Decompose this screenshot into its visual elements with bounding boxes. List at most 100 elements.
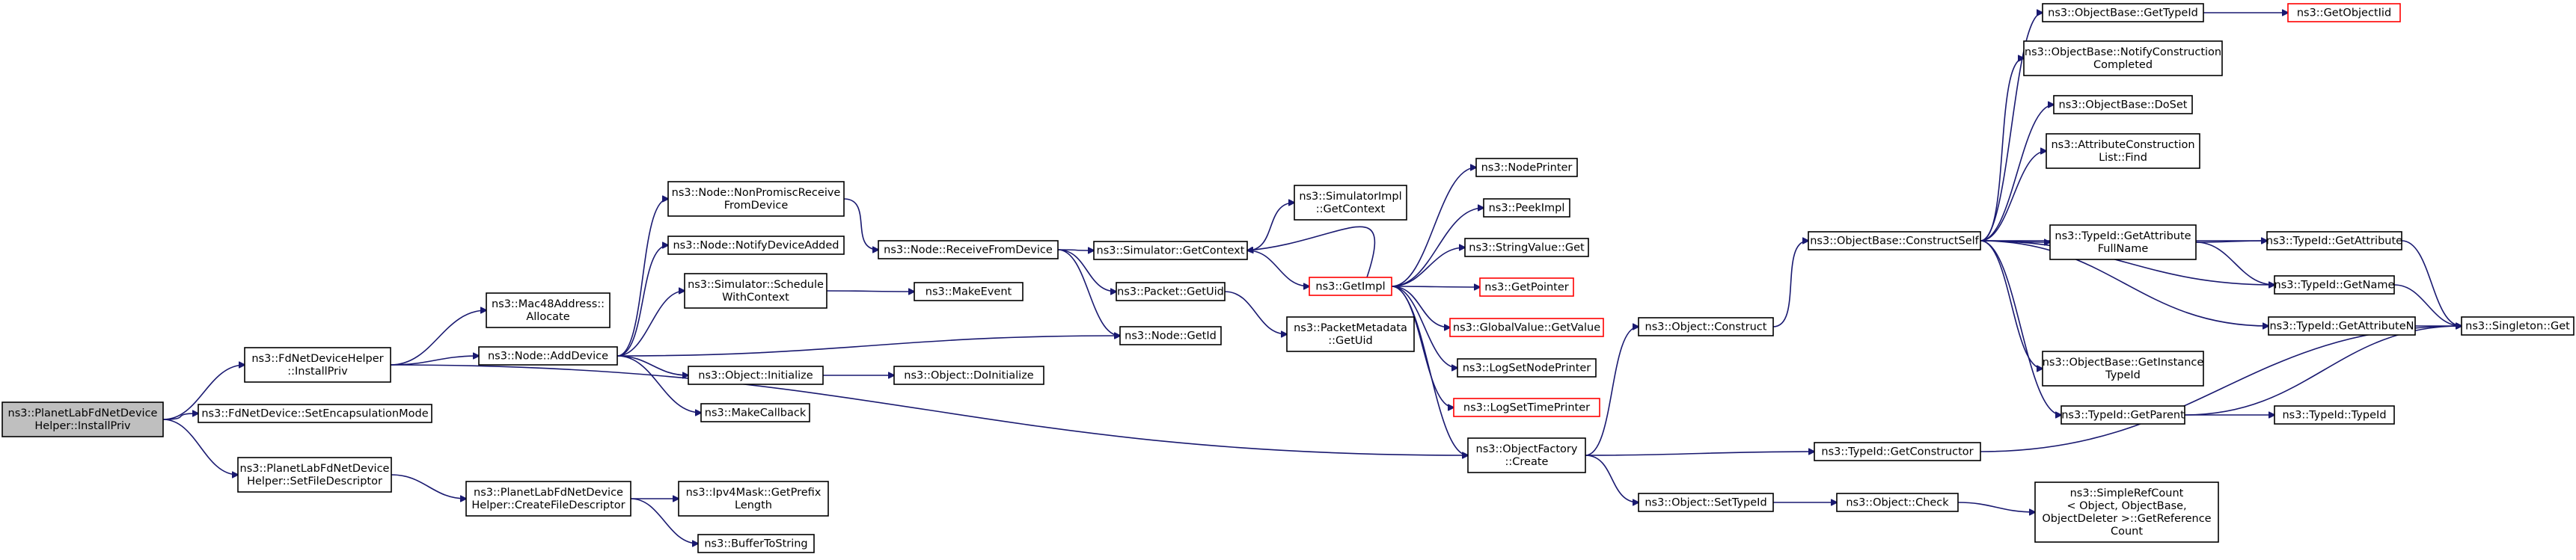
node-label-line: ns3::Node::GetId <box>1125 330 1217 342</box>
edge-n21-n23 <box>1391 167 1476 287</box>
node-label-line: ns3::Object::Initialize <box>698 370 813 382</box>
graph-node[interactable]: ns3::Object::Check <box>1836 493 1959 512</box>
graph-node[interactable]: ns3::ObjectFactory::Create <box>1467 437 1586 473</box>
edge-path <box>1980 240 2043 369</box>
node-label-line: ns3::Node::AddDevice <box>488 351 608 363</box>
graph-node[interactable]: ns3::FdNetDevice::SetEncapsulationMode <box>198 404 432 423</box>
edge-path <box>1980 326 2462 452</box>
graph-node[interactable]: ns3::Singleton::Get <box>2461 316 2575 336</box>
edge-n30-n31 <box>1585 327 1639 456</box>
graph-node[interactable]: ns3::GetObjectIid <box>2287 3 2401 22</box>
node-label-line: ::GetContext <box>1316 203 1386 215</box>
edge-path <box>162 365 245 420</box>
node-label-line: ns3::GetObjectIid <box>2297 7 2391 19</box>
node-label-line: ns3::TypeId::GetAttribute <box>2055 230 2191 242</box>
graph-node[interactable]: ns3::MakeCallback <box>700 403 810 422</box>
graph-node[interactable]: ns3::PlanetLabFdNetDeviceHelper::SetFile… <box>237 457 392 493</box>
graph-node[interactable]: ns3::FdNetDeviceHelper::InstallPriv <box>244 347 391 383</box>
edge-path <box>1246 250 1309 286</box>
node-box <box>1116 282 1226 301</box>
edge-n33-n46 <box>1980 240 2274 285</box>
graph-node[interactable]: ns3::Node::AddDevice <box>478 346 618 366</box>
graph-node[interactable]: ns3::TypeId::GetParent <box>2061 405 2185 425</box>
edge-path <box>1585 455 1639 502</box>
graph-node[interactable]: ns3::BufferToString <box>697 534 815 553</box>
node-box <box>2034 481 2219 543</box>
node-box <box>1814 442 1981 461</box>
edge-path <box>1585 327 1639 456</box>
graph-node[interactable]: ns3::TypeId::GetAttribute <box>2266 231 2402 250</box>
edge-path <box>1391 167 1476 287</box>
graph-node[interactable]: ns3::PlanetLabFdNetDeviceHelper::CreateF… <box>465 481 631 517</box>
graph-node[interactable]: ns3::Object::Construct <box>1638 317 1774 336</box>
graph-node[interactable]: ns3::Simulator::GetContext <box>1093 241 1248 260</box>
graph-node[interactable]: ns3::GlobalValue::GetValue <box>1449 318 1604 337</box>
graph-node[interactable]: ns3::LogSetTimePrinter <box>1453 398 1600 417</box>
edge-path <box>2195 241 2267 242</box>
node-label-line: ns3::Node::ReceiveFromDevice <box>884 244 1053 256</box>
graph-node[interactable]: ns3::ObjectBase::ConstructSelf <box>1808 231 1981 250</box>
graph-node[interactable]: ns3::Object::SetTypeId <box>1638 493 1774 512</box>
edge-n18-n22 <box>1224 291 1287 334</box>
node-label-line: ::Create <box>1505 456 1549 468</box>
node-box <box>244 347 391 383</box>
graph-node[interactable]: ns3::StringValue::Get <box>1464 238 1589 257</box>
edge-n14-n18 <box>1057 249 1116 292</box>
edge-n35-n43 <box>1957 502 2035 512</box>
graph-node[interactable]: ns3::Node::ReceiveFromDevice <box>878 240 1059 259</box>
graph-node[interactable]: ns3::LogSetNodePrinter <box>1457 358 1597 378</box>
graph-node[interactable]: ns3::TypeId::TypeId <box>2274 405 2395 425</box>
node-box <box>1093 241 1248 260</box>
edge-n14-n19 <box>1057 249 1120 336</box>
edge-n5-n11 <box>617 355 701 413</box>
graph-node[interactable]: ns3::TypeId::GetAttributeN <box>2268 316 2416 336</box>
node-label-line: ns3::MakeCallback <box>705 407 807 419</box>
graph-node[interactable]: ns3::TypeId::GetConstructor <box>1814 442 1981 461</box>
edge-path <box>1246 203 1294 251</box>
node-label-line: Length <box>735 499 772 511</box>
node-box <box>486 292 611 328</box>
node-box <box>697 534 815 553</box>
graph-node[interactable]: ns3::Packet::GetUid <box>1116 282 1226 301</box>
graph-node[interactable]: ns3::PeekImpl <box>1483 198 1570 218</box>
root-node[interactable]: ns3::PlanetLabFdNetDeviceHelper::Install… <box>1 401 164 437</box>
graph-node[interactable]: ns3::ObjectBase::NotifyConstructionCompl… <box>2023 40 2223 76</box>
graph-node[interactable]: ns3::Object::DoInitialize <box>893 366 1044 385</box>
graph-node[interactable]: ns3::TypeId::GetName <box>2274 275 2395 295</box>
graph-node[interactable]: ns3::NodePrinter <box>1475 158 1578 177</box>
graph-node[interactable]: ns3::SimpleRefCount< Object, ObjectBase,… <box>2034 481 2219 543</box>
node-box <box>1479 277 1574 297</box>
node-box <box>2046 133 2200 169</box>
graph-node[interactable]: ns3::GetImpl <box>1309 277 1392 296</box>
edge-n1-n4 <box>390 310 486 366</box>
node-label-line: < Object, ObjectBase, <box>2066 500 2186 512</box>
graph-node[interactable]: ns3::PacketMetadata::GetUid <box>1286 316 1415 352</box>
graph-node[interactable]: ns3::Node::NotifyDeviceAdded <box>667 236 845 255</box>
node-box <box>2268 316 2416 336</box>
node-box <box>2461 316 2575 336</box>
graph-node[interactable]: ns3::MakeEvent <box>914 282 1024 301</box>
node-label-line: ns3::LogSetTimePrinter <box>1463 402 1590 414</box>
node-label-line: Helper::SetFileDescriptor <box>247 476 382 487</box>
graph-node[interactable]: ns3::SimulatorImpl::GetContext <box>1294 185 1407 221</box>
graph-node[interactable]: ns3::Node::GetId <box>1119 326 1222 345</box>
graph-node[interactable]: ns3::ObjectBase::GetTypeId <box>2042 3 2204 22</box>
edge-n42-n49 <box>2184 326 2462 416</box>
edge-n30-n32 <box>1585 455 1639 502</box>
node-box <box>1453 398 1600 417</box>
graph-node[interactable]: ns3::Object::Initialize <box>688 366 824 385</box>
graph-node[interactable]: ns3::GetPointer <box>1479 277 1574 297</box>
edge-n21-n24 <box>1391 208 1484 287</box>
graph-node[interactable]: ns3::ObjectBase::DoSet <box>2053 95 2193 114</box>
graph-node[interactable]: ns3::Mac48Address::Allocate <box>486 292 611 328</box>
edge-path <box>1957 502 2035 512</box>
edge-path <box>2393 284 2462 326</box>
edge-path <box>617 355 688 375</box>
